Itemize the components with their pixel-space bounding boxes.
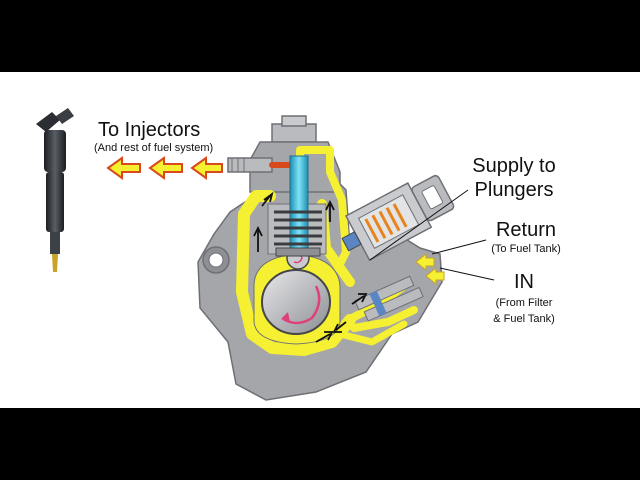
pump-housing [197,115,443,401]
to-injectors-sublabel: (And rest of fuel system) [94,142,214,154]
in-sublabel-line2: & Fuel Tank) [493,313,555,325]
letterbox-top [0,0,640,72]
letterbox-bottom [0,408,640,480]
plunger-assembly [267,155,327,257]
inlet-arrows [415,252,445,286]
injector-icon [36,108,74,272]
metering-valve [341,174,455,262]
flow-arrows [253,191,368,343]
return-sublabel: (To Fuel Tank) [491,243,561,255]
return-label: Return [495,219,557,241]
to-injectors-label: To Injectors [98,119,201,141]
in-sublabel-line1: (From Filter [495,297,553,309]
supply-label-line2: Plungers [474,179,554,201]
supply-label-line1: Supply to [472,155,556,177]
leader-lines [369,189,495,281]
cam-chamber [253,246,341,345]
pump-illustration [36,108,495,401]
diagram-canvas: To Injectors (And rest of fuel system) S… [0,72,640,408]
in-label: IN [514,271,534,293]
inlet-fittings [354,275,424,322]
outlet-arrows [106,156,223,180]
